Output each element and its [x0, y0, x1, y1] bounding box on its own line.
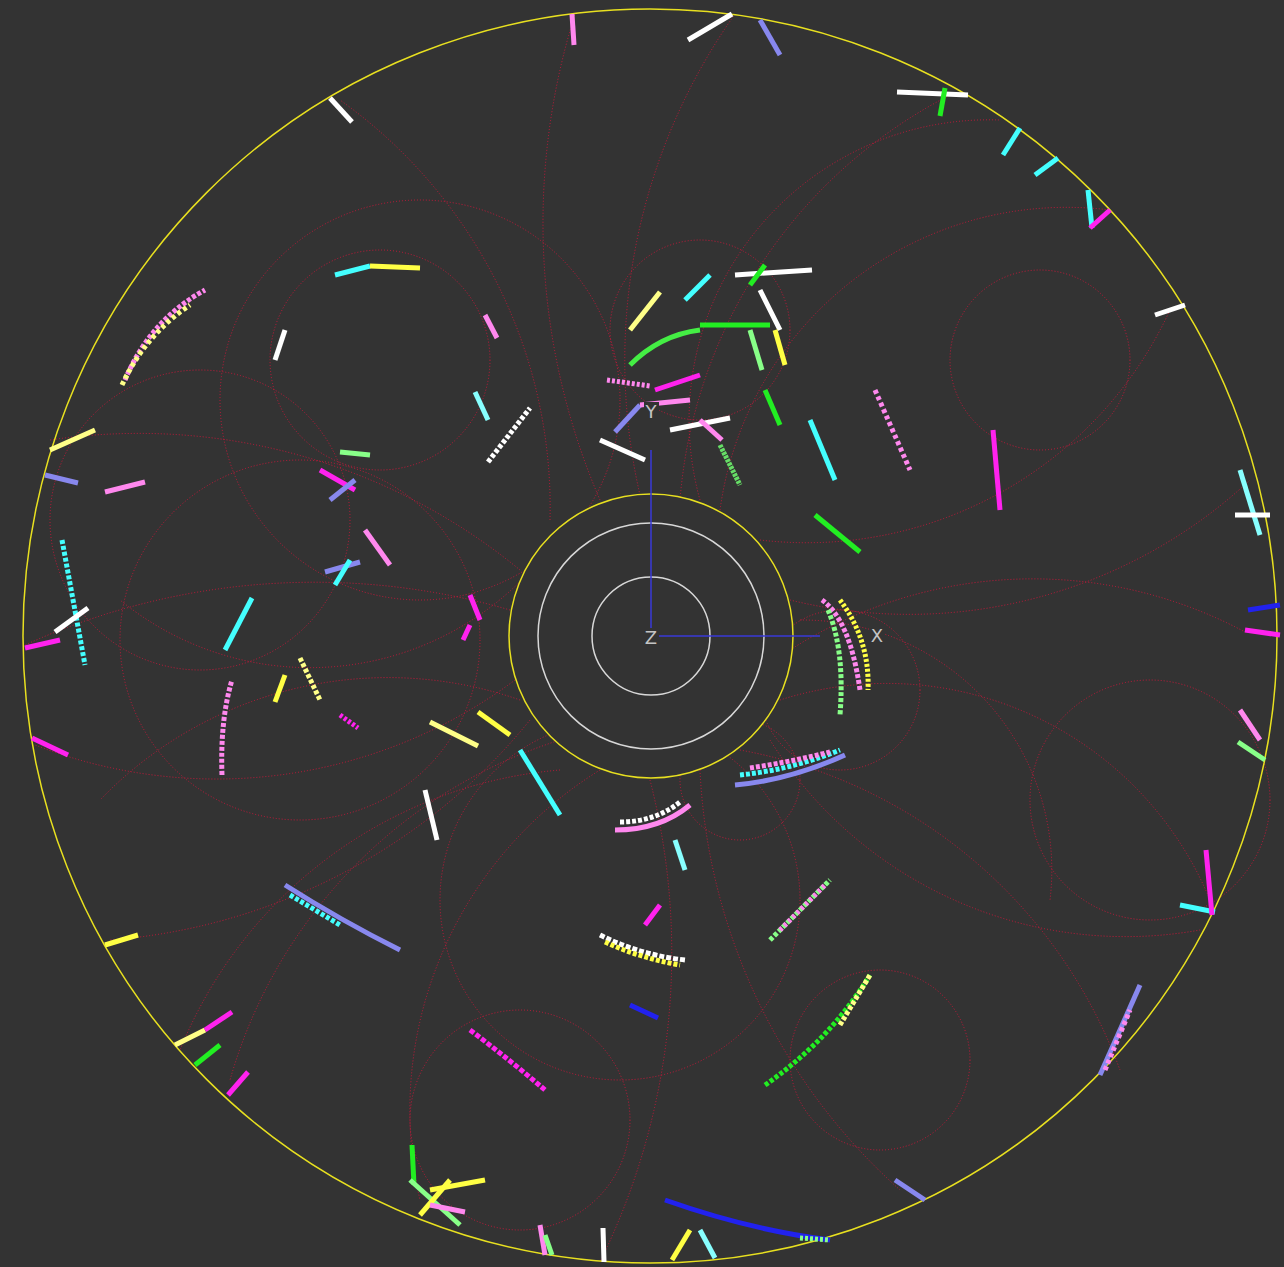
axis-label: Y	[644, 402, 659, 422]
track-helices	[25, 14, 1270, 1262]
axis-label-holder: Z	[643, 628, 659, 648]
axis-label: Z	[643, 628, 659, 648]
axis-label-holder: Y	[644, 402, 659, 422]
hit-segments	[25, 14, 1280, 1262]
axis-label-holder: X	[869, 626, 885, 646]
outer-detector-boundary	[23, 9, 1277, 1263]
axis-label: X	[869, 626, 885, 646]
